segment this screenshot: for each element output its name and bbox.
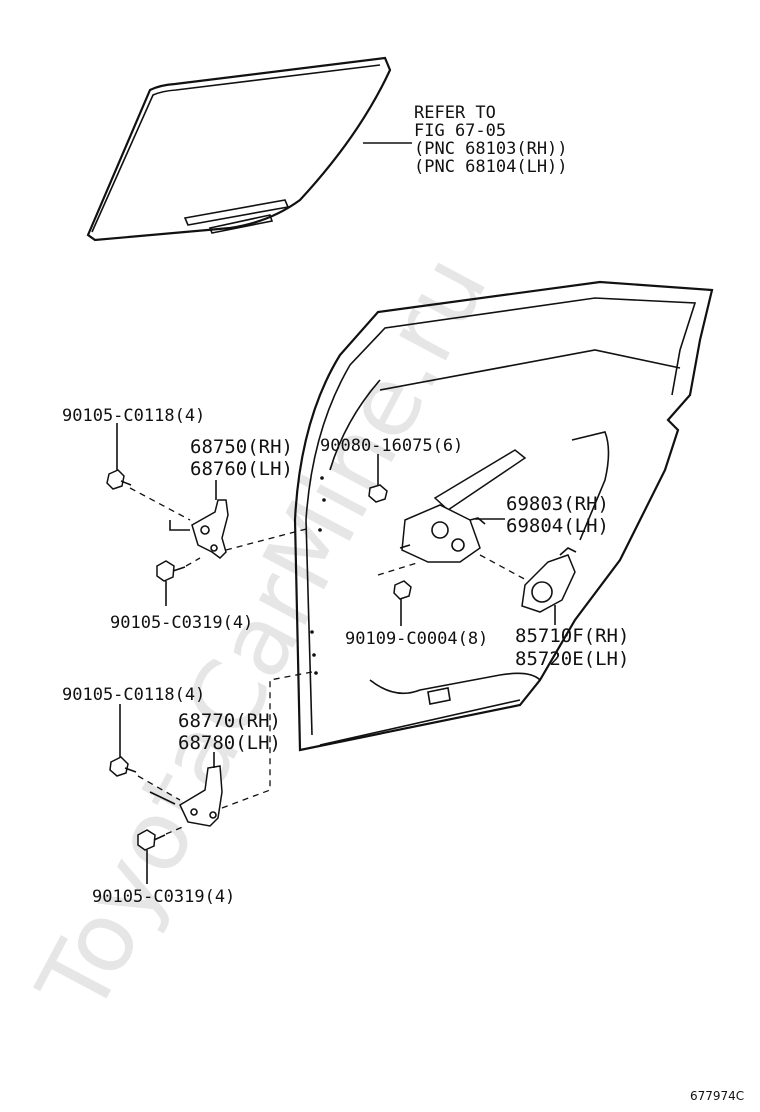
label-bolt-upper-bottom: 90105-C0319(4)	[110, 613, 253, 633]
hinge-lower-icon	[149, 765, 223, 827]
label-bolt-lower-bottom: 90105-C0319(4)	[92, 887, 235, 907]
upper-hinge-group	[106, 423, 311, 606]
label-bolt-lower-top: 90105-C0118(4)	[62, 685, 205, 705]
bolt-regulator-top-icon	[368, 484, 388, 503]
label-motor-lh: 85720E(LH)	[515, 648, 629, 670]
regulator-group	[368, 449, 531, 626]
figure-code: 677974C	[690, 1089, 744, 1103]
label-regulator-lh: 69804(LH)	[506, 515, 609, 537]
refer-note-line1: REFER TO	[414, 103, 496, 123]
callout-labels: 90105-C0118(4) 68750(RH) 68760(LH) 90105…	[62, 406, 629, 907]
label-bolt-regulator-bottom: 90109-C0004(8)	[345, 629, 488, 649]
label-regulator-rh: 69803(RH)	[506, 493, 609, 515]
bolt-lower-top-icon	[109, 756, 137, 777]
refer-note-line3: (PNC 68103(RH))	[414, 139, 568, 159]
label-hinge-upper-rh: 68750(RH)	[190, 436, 293, 458]
regulator-motor-icon	[521, 547, 577, 613]
label-hinge-lower-rh: 68770(RH)	[178, 710, 281, 732]
label-bolt-upper-top: 90105-C0118(4)	[62, 406, 205, 426]
label-motor-rh: 85710F(RH)	[515, 625, 629, 647]
refer-note-line2: FIG 67-05	[414, 121, 506, 141]
lower-hinge-group	[109, 671, 313, 884]
bolt-regulator-bottom-icon	[393, 580, 412, 600]
door-glass	[86, 56, 392, 242]
hinge-upper-icon	[169, 499, 229, 559]
label-bolt-regulator-top: 90080-16075(6)	[320, 436, 463, 456]
bolt-lower-bottom-icon	[137, 829, 166, 851]
door-panel	[293, 280, 714, 752]
window-regulator-icon	[399, 449, 527, 563]
label-hinge-upper-lh: 68760(LH)	[190, 458, 293, 480]
bolt-upper-bottom-icon	[156, 560, 186, 582]
label-hinge-lower-lh: 68780(LH)	[178, 732, 281, 754]
refer-note: REFER TO FIG 67-05 (PNC 68103(RH)) (PNC …	[414, 103, 568, 177]
bolt-upper-top-icon	[106, 469, 132, 490]
refer-note-line4: (PNC 68104(LH))	[414, 157, 568, 177]
